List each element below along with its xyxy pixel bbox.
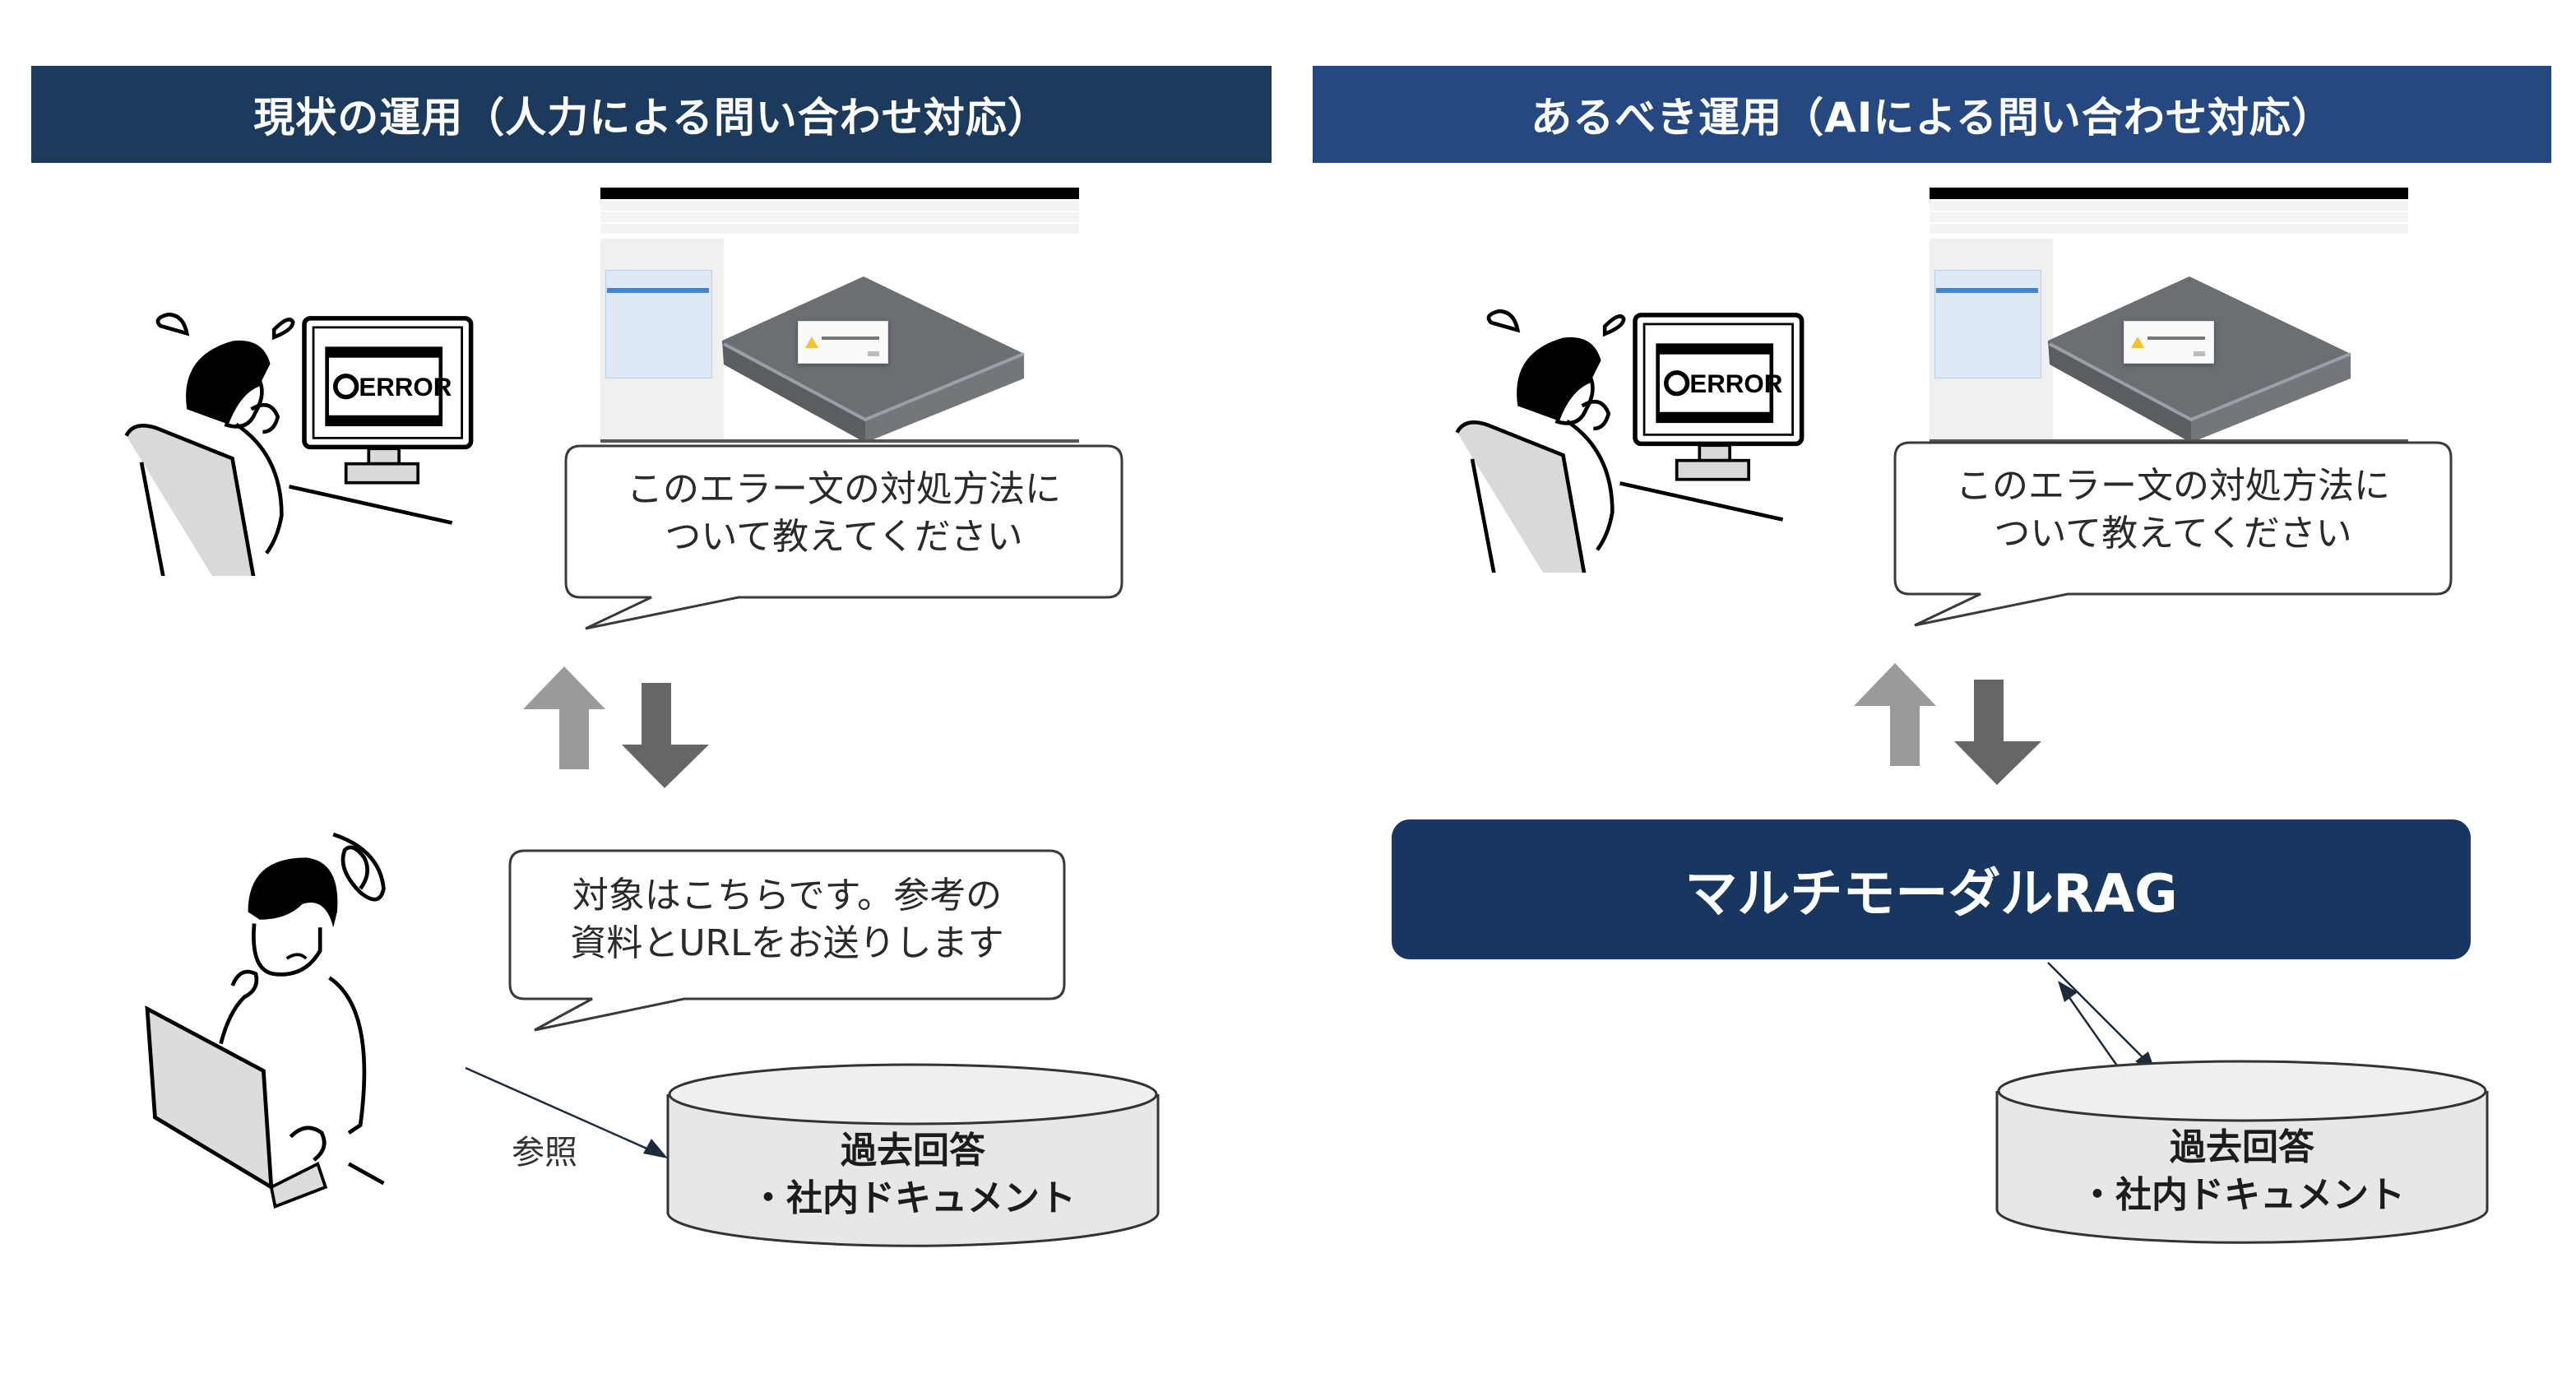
arrow-up-icon: [1854, 663, 1936, 766]
answer-bubble-text: 対象はこちらです。参考の 資料とURLをお送りします: [570, 875, 1004, 964]
knowledge-database-cylinder: [1995, 1060, 2489, 1244]
reference-arrow: [465, 1066, 668, 1158]
warning-icon: [805, 337, 818, 348]
worried-person-at-monitor-illustration: ERROR: [1455, 309, 1805, 573]
error-label: ERROR: [359, 373, 452, 402]
question-bubble-text: このエラー文の対処方法に ついて教えてください: [627, 468, 1061, 558]
error-label: ERROR: [1689, 369, 1782, 398]
database-label: 過去回答 ・社内ドキュメント: [750, 1130, 1076, 1219]
multimodal-rag-box: マルチモーダルRAG: [1392, 819, 2471, 959]
left-panel-header: 現状の運用（人力による問い合わせ対応）: [31, 66, 1272, 163]
arrow-up-icon: [523, 666, 605, 769]
question-bubble-text: このエラー文の対処方法に ついて教えてください: [1956, 465, 2390, 555]
exchange-arrows: [523, 666, 709, 788]
error-dialog: [2124, 321, 2214, 364]
arrow-down-icon: [622, 683, 709, 788]
worried-person-at-laptop-illustration: [145, 832, 386, 1209]
question-speech-bubble: [564, 444, 1124, 630]
answer-speech-bubble: [508, 849, 1066, 1032]
cad-error-screenshot: [1930, 188, 2408, 443]
cad-error-screenshot: [600, 188, 1079, 443]
warning-icon: [2131, 337, 2144, 348]
question-speech-bubble: [1893, 441, 2453, 627]
reference-label: 参照: [512, 1134, 577, 1172]
3d-block-icon: [722, 276, 1025, 443]
database-label: 過去回答 ・社内ドキュメント: [2079, 1126, 2405, 1216]
right-panel-header: あるべき運用（AIによる問い合わせ対応）: [1313, 66, 2551, 163]
arrow-down-icon: [1954, 680, 2041, 785]
worried-person-at-monitor-illustration: ERROR: [124, 312, 474, 576]
error-dialog: [798, 321, 888, 364]
3d-block-icon: [2048, 276, 2351, 443]
exchange-arrows: [1854, 663, 2041, 785]
knowledge-database-cylinder: [666, 1063, 1160, 1247]
